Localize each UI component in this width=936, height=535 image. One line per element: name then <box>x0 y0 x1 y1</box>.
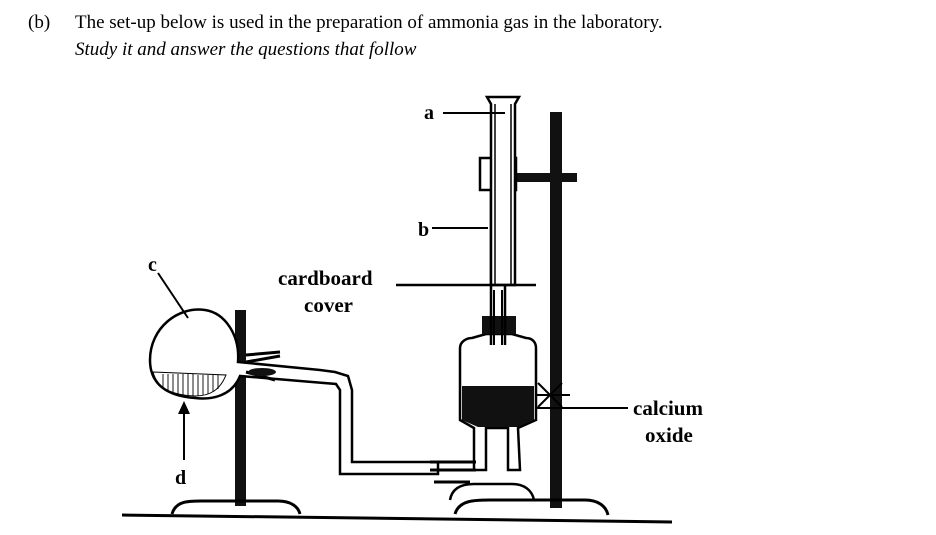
left-retort-stand <box>170 310 302 515</box>
label-cover: cover <box>304 293 353 317</box>
question-instruction: Study it and answer the questions that f… <box>75 39 417 60</box>
label-b: b <box>418 219 429 241</box>
calcium-oxide-layer <box>462 386 534 427</box>
label-a: a <box>424 102 434 124</box>
label-cardboard: cardboard <box>278 266 373 290</box>
label-c-pointer <box>157 272 189 319</box>
label-oxide: oxide <box>645 423 693 447</box>
label-calcium: calcium <box>633 396 703 420</box>
label-d: d <box>175 467 186 489</box>
label-c: c <box>148 254 157 276</box>
tower-stopper <box>482 316 516 334</box>
drying-tower <box>430 316 538 501</box>
question-label: (b) <box>28 12 51 33</box>
heat-arrow <box>178 401 190 460</box>
bench-surface <box>121 513 673 524</box>
question-text: The set-up below is used in the preparat… <box>75 12 663 33</box>
round-bottom-flask <box>148 308 440 476</box>
gas-jar-inverted <box>484 95 522 287</box>
